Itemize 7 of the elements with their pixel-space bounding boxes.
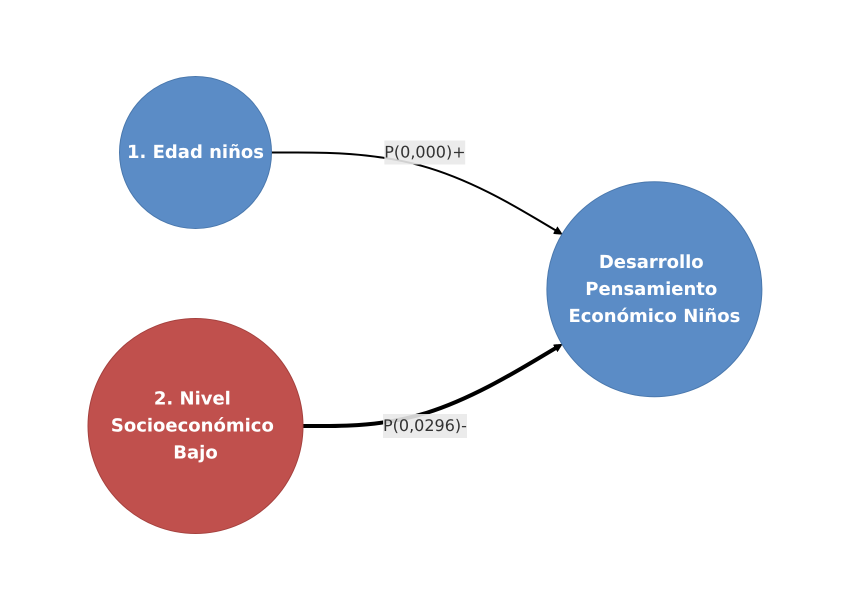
arrow [272,151,562,234]
node-circle: 1. Edad niños [119,76,272,228]
node-circle: Desarrollo Pensamiento Económico Niños [546,180,762,397]
edge-label: P(0,000)+ [384,142,466,161]
arrow [303,343,562,428]
node-circle: 2. Nivel Socioeconómico Bajo [88,318,304,534]
edge-label: P(0,0296)- [383,416,467,434]
